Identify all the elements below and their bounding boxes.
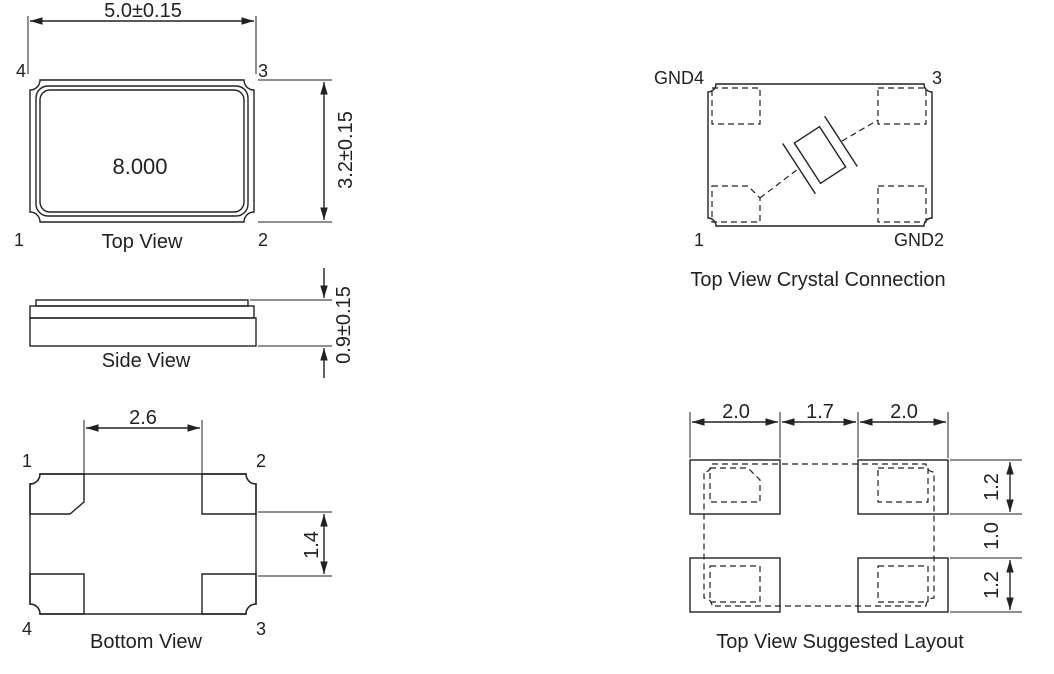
crystal-pin-2: GND2 — [894, 230, 944, 250]
bottom-pad-1 — [29, 473, 85, 515]
top-pin-2: 2 — [258, 230, 268, 250]
crystal-connection-caption: Top View Crystal Connection — [690, 269, 945, 291]
bottom-pad-4 — [29, 573, 85, 615]
crystal-pad-2 — [877, 185, 927, 223]
bottom-pin-4: 4 — [22, 619, 32, 639]
crystal-package-outline — [707, 83, 933, 227]
crystal-connection: GND4 3 1 GND2 Top View Crystal Connectio… — [654, 68, 946, 291]
bottom-pitch-y: 1.4 — [301, 531, 323, 559]
layout-pad-3 — [857, 557, 949, 613]
top-lid-outer — [35, 85, 249, 217]
side-seal — [29, 305, 255, 319]
bottom-package-outline — [29, 473, 257, 615]
bottom-pad-2 — [201, 473, 257, 515]
top-pin-4: 4 — [16, 61, 26, 81]
side-view-caption: Side View — [102, 350, 191, 372]
side-view: 0.9±0.15 Side View — [29, 268, 355, 378]
crystal-pin-1: 1 — [694, 230, 704, 250]
layout-gap-x: 1.7 — [806, 401, 834, 423]
top-view-caption: Top View — [102, 231, 183, 253]
top-lid-inner — [39, 89, 245, 213]
layout-pad-w: 2.0 — [722, 401, 750, 423]
bottom-view: 2.6 1.4 1 2 4 3 Bottom View — [22, 407, 332, 653]
top-pin-1: 1 — [14, 230, 24, 250]
layout-overlay-pad-1 — [709, 467, 761, 503]
layout-overlay-pad-4 — [709, 565, 761, 603]
side-base — [29, 317, 257, 347]
top-marking: 8.000 — [112, 154, 167, 179]
top-view: 5.0±0.15 8.000 4 3 1 2 3.2±0.15 Top View — [14, 0, 357, 253]
layout-overlay-pad-2 — [877, 467, 929, 503]
bottom-pin-1: 1 — [22, 451, 32, 471]
crystal-pad-4 — [711, 87, 761, 125]
layout-gap-y: 1.0 — [981, 522, 1003, 550]
layout-pad-h2: 1.2 — [981, 571, 1003, 599]
layout-pad-1 — [689, 459, 781, 515]
top-pin-3: 3 — [258, 61, 268, 81]
layout-pad-4 — [689, 557, 781, 613]
crystal-lead-1 — [759, 168, 799, 199]
bottom-pitch-x: 2.6 — [129, 407, 157, 429]
bottom-pin-2: 2 — [256, 451, 266, 471]
crystal-pad-1 — [711, 185, 761, 223]
crystal-symbol — [782, 115, 858, 195]
bottom-pad-3 — [201, 573, 257, 615]
bottom-view-caption: Bottom View — [90, 631, 202, 653]
layout-pad-2 — [857, 459, 949, 515]
top-width-dim: 5.0±0.15 — [104, 0, 182, 22]
top-package-outline — [29, 79, 255, 223]
suggested-layout-caption: Top View Suggested Layout — [716, 631, 964, 653]
crystal-pin-4: GND4 — [654, 68, 704, 88]
layout-package-overlay — [703, 463, 935, 607]
crystal-lead-3 — [841, 119, 879, 142]
suggested-layout: 2.0 1.7 2.0 1.2 1.0 1.2 Top View Suggest… — [689, 401, 1022, 653]
crystal-pin-3: 3 — [932, 68, 942, 88]
side-lid — [35, 299, 249, 307]
layout-overlay-pad-3 — [877, 565, 929, 603]
side-thickness-dim: 0.9±0.15 — [333, 286, 355, 364]
bottom-pin-3: 3 — [256, 619, 266, 639]
crystal-pad-3 — [877, 87, 927, 125]
layout-pad-w2: 2.0 — [890, 401, 918, 423]
layout-pad-h: 1.2 — [981, 473, 1003, 501]
top-height-dim: 3.2±0.15 — [335, 111, 357, 189]
